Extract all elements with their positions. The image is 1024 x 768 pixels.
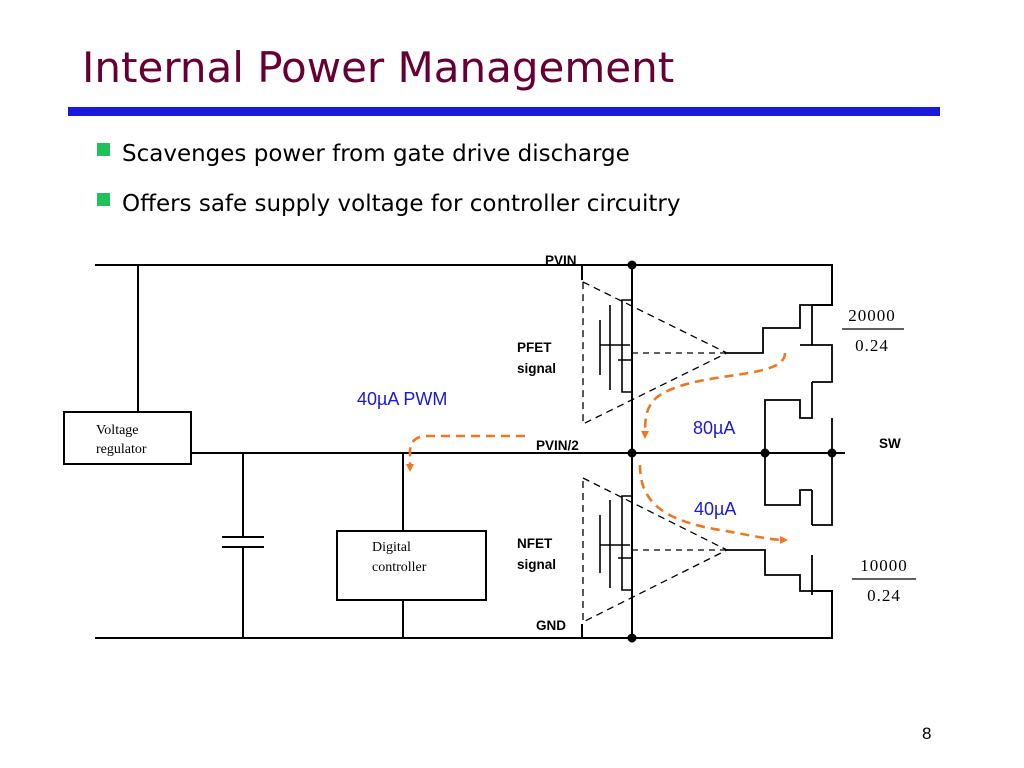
junction-dots: [627, 260, 837, 643]
digital-controller-box: [336, 530, 487, 601]
nfet-size-denominator: 0.24: [867, 586, 901, 605]
bullet-list: Scavenges power from gate drive discharg…: [97, 137, 680, 237]
digital-controller-label-line1: Digital: [372, 540, 411, 555]
pwm-current-label: 40µA PWM: [357, 389, 447, 409]
pfet-driver-triangle: [582, 280, 729, 426]
pwm-current-path: [406, 434, 525, 472]
sw-junction: [827, 448, 837, 458]
bullet-text: Offers safe supply voltage for controlle…: [122, 191, 681, 217]
control-branch: [63, 265, 487, 638]
nfet-driver-mosfet: [599, 495, 632, 591]
pvin-half-junction: [627, 448, 637, 458]
current-paths: [406, 352, 788, 544]
pfet-size-numerator: 20000: [848, 306, 896, 325]
slide-title: Internal Power Management: [82, 43, 675, 92]
pvin-half-label: PVIN/2: [536, 438, 579, 453]
nfet-gate-driver: [582, 476, 729, 624]
pfet-signal-label-line2: signal: [517, 361, 556, 376]
pvin-label: PVIN: [545, 253, 577, 268]
bullet-item: Offers safe supply voltage for controlle…: [97, 187, 680, 237]
bullet-square-icon: [97, 193, 110, 206]
voltage-regulator-box: [63, 411, 192, 465]
pfet-signal-label-line1: PFET: [517, 340, 552, 355]
gnd-rail-right: [543, 590, 833, 639]
voltage-regulator-label-line1: Voltage: [96, 423, 139, 438]
supply-rails: [95, 264, 845, 639]
central-network: [581, 265, 633, 638]
bullet-text: Scavenges power from gate drive discharg…: [122, 141, 630, 167]
page-number: 8: [922, 724, 932, 743]
gnd-label: GND: [536, 618, 566, 633]
pvin-rail: [95, 264, 833, 306]
gnd-junction: [627, 633, 637, 643]
bullet-square-icon: [97, 143, 110, 156]
pfet-size-denominator: 0.24: [855, 336, 889, 355]
nfet-power-switch: [727, 549, 813, 595]
upper-current-path: [641, 352, 787, 439]
pfet-gate-driver: [582, 280, 729, 426]
voltage-regulator-label-line2: regulator: [96, 442, 147, 457]
pvin-junction: [627, 260, 637, 270]
power-stage: [727, 304, 845, 595]
bullet-item: Scavenges power from gate drive discharg…: [97, 137, 680, 187]
digital-controller-label-line2: controller: [372, 560, 427, 575]
lower-current-path: [638, 464, 788, 544]
nfet-signal-label-line2: signal: [517, 557, 556, 572]
pfet-power-switch: [727, 304, 833, 383]
title-underline: [68, 107, 940, 116]
upper-current-label: 80µA: [693, 418, 735, 438]
nfet-size-numerator: 10000: [860, 556, 908, 575]
nfet-signal-label-line1: NFET: [517, 536, 553, 551]
pfet-driver-mosfet: [599, 299, 632, 393]
upper-cascode-switch: [764, 382, 833, 526]
lower-current-label: 40µA: [694, 499, 736, 519]
nfet-driver-triangle: [582, 476, 729, 624]
sw-left-junction: [760, 448, 770, 458]
sw-label: SW: [879, 436, 901, 451]
